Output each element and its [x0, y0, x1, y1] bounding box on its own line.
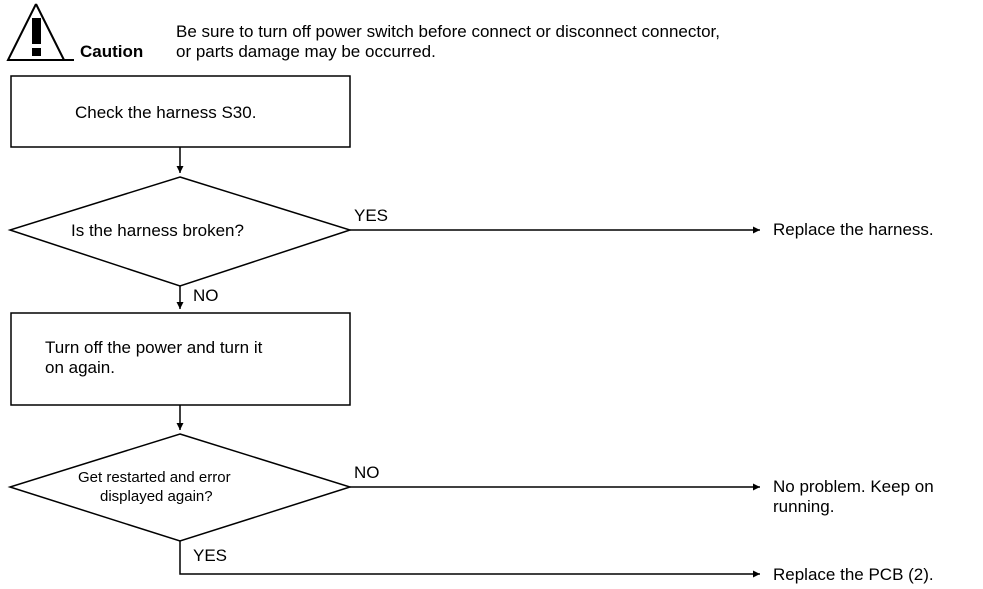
caution-warning-icon [6, 3, 74, 61]
power-cycle-text-line-1: Turn off the power and turn it [45, 338, 263, 357]
harness-question-text: Is the harness broken? [71, 221, 244, 240]
restart-no-label: NO [354, 463, 380, 482]
caution-text-line-2: or parts damage may be occurred. [176, 42, 436, 61]
restart-question-text-line-2: displayed again? [100, 488, 213, 505]
no-problem-text-line-2: running. [773, 497, 835, 516]
replace-pcb-text: Replace the PCB (2). [773, 565, 934, 584]
power-cycle-text-line-2: on again. [45, 358, 115, 377]
harness-no-label: NO [193, 286, 219, 305]
restart-yes-arrow [179, 541, 760, 578]
no-problem-text-line-1: No problem. Keep on [773, 477, 934, 496]
restart-question-text-line-1: Get restarted and error [78, 469, 231, 486]
replace-harness-text: Replace the harness. [773, 220, 934, 239]
restart-yes-label: YES [193, 546, 228, 565]
caution-label: Caution [80, 42, 144, 61]
caution-text-line-1: Be sure to turn off power switch before … [176, 22, 720, 41]
harness-yes-label: YES [354, 206, 389, 225]
check-harness-text: Check the harness S30. [75, 103, 257, 122]
